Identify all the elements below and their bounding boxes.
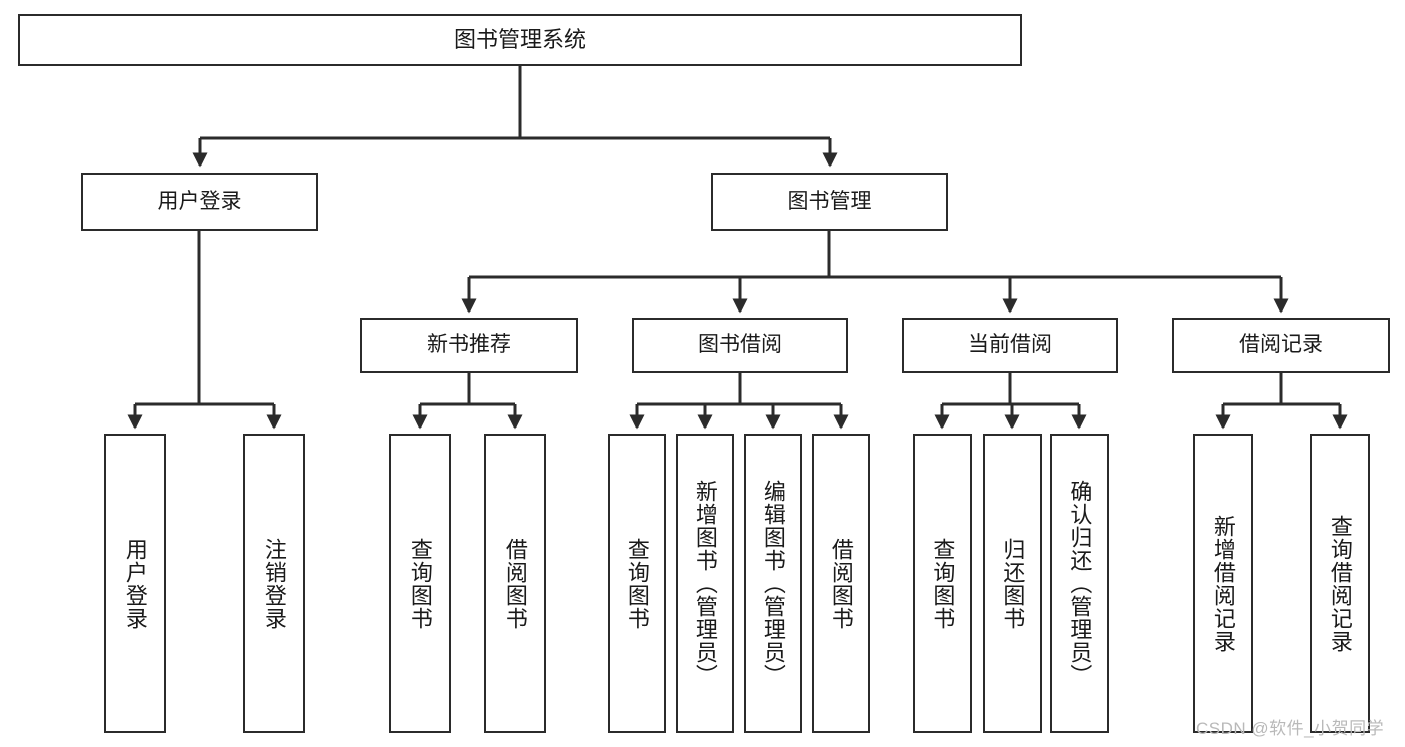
node-root-label: 图书管理系统 [453,27,586,53]
node-current-borrow-label: 当前借阅 [968,333,1052,357]
node-leaf-add-borrow-record[interactable]: 新增借阅记录 [1193,434,1253,733]
node-borrow-record[interactable]: 借阅记录 [1172,318,1390,373]
node-user-login[interactable]: 用户登录 [81,173,318,231]
node-leaf-add-book-admin-label: 新增图书（管理员） [692,480,718,687]
node-leaf-edit-book-admin-label: 编辑图书（管理员） [760,480,786,687]
node-new-book-recommend-label: 新书推荐 [427,333,511,357]
node-book-manage-label: 图书管理 [787,189,872,213]
node-leaf-query-borrow-record-label: 查询借阅记录 [1327,514,1353,653]
node-leaf-query-book-rec[interactable]: 查询图书 [389,434,451,733]
node-leaf-edit-book-admin[interactable]: 编辑图书（管理员） [744,434,802,733]
node-book-borrow-label: 图书借阅 [698,333,782,357]
node-leaf-return-book-label: 归还图书 [1000,537,1026,630]
node-leaf-user-logout[interactable]: 注销登录 [243,434,305,733]
node-book-manage[interactable]: 图书管理 [711,173,948,231]
node-leaf-query-borrow-record[interactable]: 查询借阅记录 [1310,434,1370,733]
node-leaf-query-book-borrow-label: 查询图书 [624,537,650,630]
node-leaf-borrow-book-rec[interactable]: 借阅图书 [484,434,546,733]
node-leaf-return-book[interactable]: 归还图书 [983,434,1042,733]
node-leaf-add-book-admin[interactable]: 新增图书（管理员） [676,434,734,733]
node-borrow-record-label: 借阅记录 [1239,333,1323,357]
node-leaf-borrow-book[interactable]: 借阅图书 [812,434,870,733]
node-leaf-user-logout-label: 注销登录 [261,537,287,630]
node-leaf-query-book-current[interactable]: 查询图书 [913,434,972,733]
node-user-login-label: 用户登录 [157,189,242,213]
node-leaf-query-book-current-label: 查询图书 [930,537,956,630]
watermark: CSDN @软件_小贺同学 [1196,719,1385,738]
node-leaf-borrow-book-rec-label: 借阅图书 [502,537,528,630]
node-leaf-query-book-rec-label: 查询图书 [407,537,433,630]
node-leaf-user-login[interactable]: 用户登录 [104,434,166,733]
node-book-borrow[interactable]: 图书借阅 [632,318,848,373]
node-new-book-recommend[interactable]: 新书推荐 [360,318,578,373]
node-leaf-confirm-return-admin[interactable]: 确认归还（管理员） [1050,434,1109,733]
node-root[interactable]: 图书管理系统 [18,14,1022,66]
node-leaf-confirm-return-admin-label: 确认归还（管理员） [1067,480,1093,687]
node-leaf-borrow-book-label: 借阅图书 [828,537,854,630]
node-leaf-add-borrow-record-label: 新增借阅记录 [1210,514,1236,653]
node-leaf-query-book-borrow[interactable]: 查询图书 [608,434,666,733]
node-leaf-user-login-label: 用户登录 [122,537,148,630]
node-current-borrow[interactable]: 当前借阅 [902,318,1118,373]
